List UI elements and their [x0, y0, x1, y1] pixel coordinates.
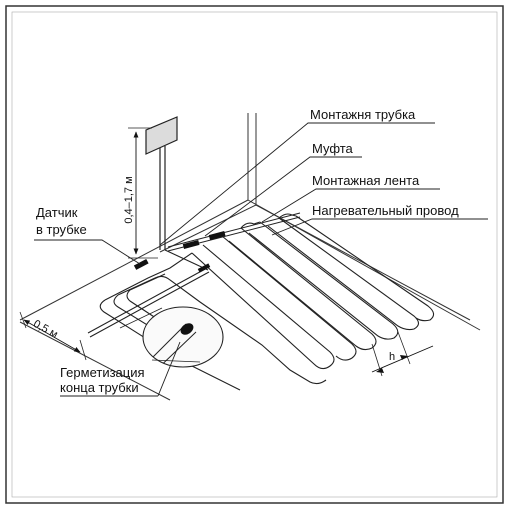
left-loop-outer [99, 299, 241, 391]
height-dimension-label: 0,4–1,7 м [123, 176, 135, 223]
label-mounting-tube: Монтажня трубка [310, 107, 416, 122]
label-sensor-line1: Датчик [36, 205, 78, 220]
coupling-1 [182, 239, 200, 249]
right-wall-floor-edge-inner [255, 204, 471, 321]
label-heating-wire: Нагревательный провод [312, 203, 459, 218]
heating-loop-5 [267, 217, 420, 331]
top-return-1 [240, 221, 261, 229]
leader-coupling [204, 156, 362, 237]
height-dimension: 0,4–1,7 м [123, 127, 158, 259]
leader-mounting-tube [159, 122, 435, 246]
spacing-label: h [389, 351, 395, 363]
outer-border [5, 5, 504, 504]
left-feed-run [104, 252, 193, 301]
heating-wire-loops [99, 213, 435, 391]
offset-dimension: 0,5 м [19, 311, 87, 361]
label-sealing-line1: Герметизация [60, 365, 145, 380]
left-loop-small-top [129, 273, 166, 291]
spacing-dimension: h [371, 331, 434, 377]
left-loop-small [126, 289, 181, 335]
leader-heating-wire [271, 218, 488, 236]
inner-border [11, 11, 498, 498]
thermostat-body [145, 116, 178, 155]
label-sensor-line2: в трубке [36, 222, 87, 237]
leader-sensor [34, 239, 141, 265]
sealed-end-zoom [119, 306, 224, 368]
left-loop-inner [113, 294, 176, 343]
heating-loop-3 [228, 227, 377, 351]
leader-lines [34, 122, 488, 397]
tube-end-marker [197, 263, 211, 273]
label-mounting-tape: Монтажная лента [312, 173, 420, 188]
sealed-end-cap [180, 323, 194, 335]
heating-loop-1 [191, 244, 335, 370]
heating-loop-4 [248, 221, 399, 340]
leader-sealing [157, 341, 181, 397]
coupling-2 [208, 230, 226, 240]
heating-loop-6 [295, 215, 435, 322]
room-outline [19, 113, 481, 401]
left-wall-floor-edge-inner [159, 204, 257, 253]
leader-mounting-tape [261, 188, 440, 223]
sensor-marker [133, 258, 149, 270]
heating-loop-2 [221, 235, 357, 361]
label-sealing-line2: конца трубки [60, 380, 139, 395]
couplings [182, 230, 226, 249]
label-coupling: Муфта [312, 141, 354, 156]
thermostat [145, 116, 178, 250]
offset-dimension-label: 0,5 м [31, 318, 59, 341]
sensor-mounting-tube [87, 249, 211, 338]
zoom-guide-2 [151, 359, 201, 363]
zoom-guide-1 [119, 307, 163, 329]
